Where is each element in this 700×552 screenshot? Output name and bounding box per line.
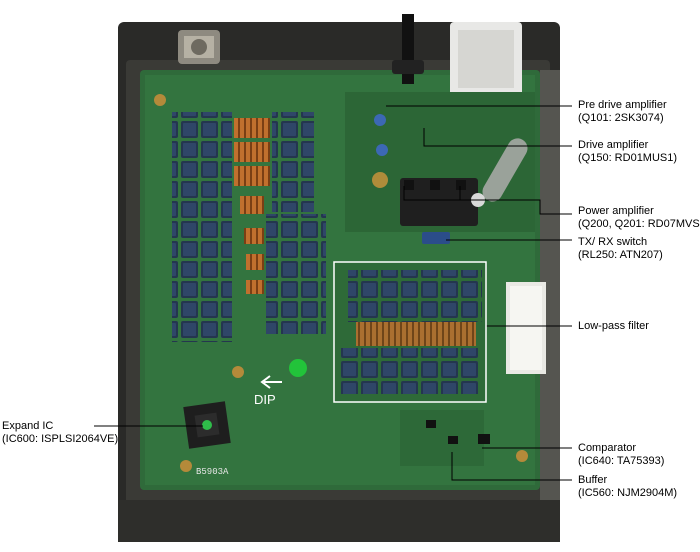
callout-part: (Q101: 2SK3074) bbox=[578, 112, 664, 124]
callout-title: Drive amplifier bbox=[578, 139, 649, 151]
callout-part: (IC640: TA75393) bbox=[578, 455, 665, 467]
callout-title: Pre drive amplifier bbox=[578, 99, 667, 111]
callout-title: Expand IC bbox=[2, 420, 54, 432]
callout-title: Buffer bbox=[578, 474, 608, 486]
callout-title: Low-pass filter bbox=[578, 320, 649, 332]
pre-drive-amplifier-callout: Pre drive amplifier (Q101: 2SK3074) bbox=[578, 99, 667, 125]
tx-rx-switch-relay bbox=[422, 232, 450, 244]
comparator-callout: Comparator (IC640: TA75393) bbox=[578, 442, 664, 468]
tx-rx-switch-callout: TX/ RX switch (RL250: ATN207) bbox=[578, 236, 663, 262]
comparator-buffer-area bbox=[400, 410, 490, 466]
green-led bbox=[289, 359, 307, 377]
ribbon-connector bbox=[506, 282, 546, 374]
low-pass-filter-callout: Low-pass filter bbox=[578, 320, 649, 333]
expand-ic-chip bbox=[183, 401, 231, 449]
callout-part: (Q200, Q201: RD07MVS1) bbox=[578, 218, 700, 230]
dip-silkscreen: DIP bbox=[254, 392, 276, 407]
callout-part: (Q150: RD01MUS1) bbox=[578, 152, 678, 164]
cable bbox=[392, 14, 424, 84]
antenna-connector bbox=[178, 30, 220, 64]
callout-lines bbox=[94, 105, 572, 481]
lpf-coils bbox=[234, 118, 270, 294]
expand-ic-callout: Expand IC (IC600: ISPLSI2064VE) bbox=[2, 420, 118, 446]
callout-title: Power amplifier bbox=[578, 205, 654, 217]
low-pass-filter-area bbox=[334, 262, 486, 402]
callout-part: (IC600: ISPLSI2064VE) bbox=[2, 433, 119, 445]
callout-part: (RL250: ATN207) bbox=[578, 249, 663, 261]
power-amplifier-callout: Power amplifier (Q200, Q201: RD07MVS1) bbox=[578, 205, 700, 231]
callout-part: (IC560: NJM2904M) bbox=[578, 487, 678, 499]
board-marking: B5903A bbox=[196, 467, 229, 477]
pa-section bbox=[345, 92, 535, 232]
buffer-callout: Buffer (IC560: NJM2904M) bbox=[578, 474, 677, 500]
left-relay-bank bbox=[172, 112, 326, 342]
power-connector bbox=[450, 22, 522, 96]
callout-title: Comparator bbox=[578, 442, 637, 454]
mounting-holes bbox=[154, 94, 528, 472]
callout-title: TX/ RX switch bbox=[578, 236, 648, 248]
drive-amplifier-callout: Drive amplifier (Q150: RD01MUS1) bbox=[578, 139, 677, 165]
dip-arrow-icon bbox=[260, 375, 282, 389]
